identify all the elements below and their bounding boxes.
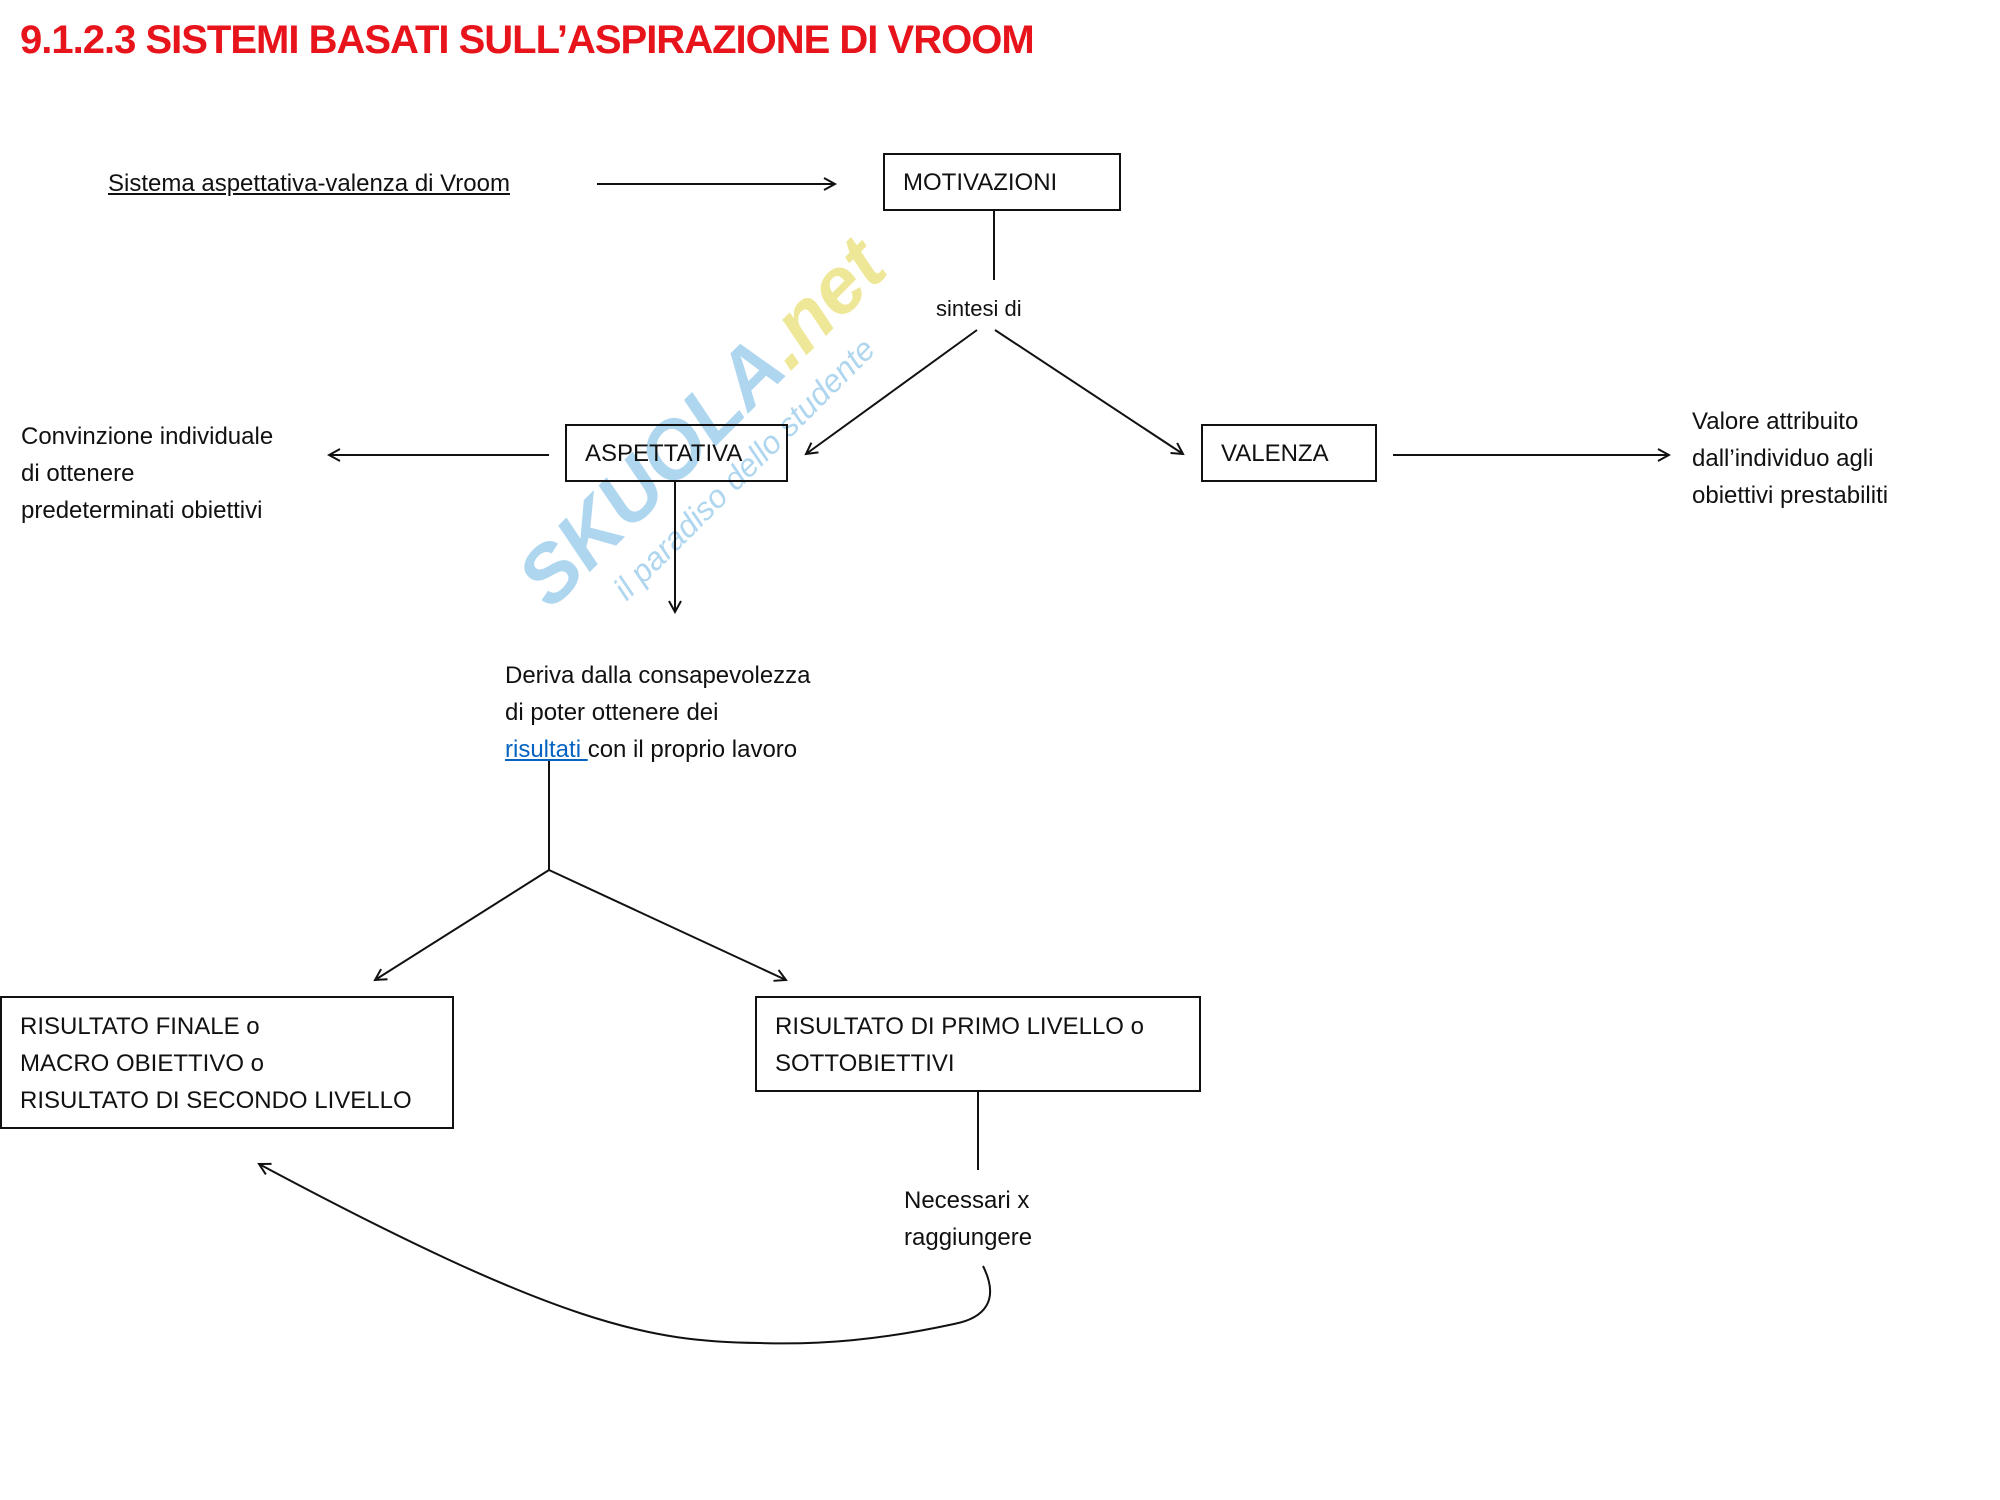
source-label: Sistema aspettativa-valenza di Vroom (108, 170, 510, 197)
text-line: Necessari x (904, 1187, 1030, 1214)
risultati-link[interactable]: risultati (505, 736, 588, 763)
text-line: risultati con il proprio lavoro (505, 731, 811, 768)
text-line: Valore attribuito (1692, 408, 1859, 435)
aspettativa-label: ASPETTATIVA (585, 440, 743, 467)
text-line: di poter ottenere dei (505, 699, 719, 726)
text-line: obiettivi prestabiliti (1692, 482, 1889, 509)
text-line: Deriva dalla consapevolezza (505, 662, 811, 689)
arrow-to-risultato-finale (375, 869, 550, 980)
text-line: di ottenere (21, 460, 135, 487)
text-line: RISULTATO FINALE o (20, 1013, 260, 1040)
arrow-to-valenza (994, 329, 1183, 454)
text-line: dall’individuo agli (1692, 445, 1874, 472)
text-line: MACRO OBIETTIVO o (20, 1050, 265, 1077)
text-line: Convinzione individuale (21, 423, 274, 450)
box-motivazioni: MOTIVAZIONI (883, 153, 1121, 211)
curved-arrow-to-finale (259, 1164, 992, 1345)
box-valenza: VALENZA (1201, 424, 1377, 482)
aspettativa-description: Convinzione individuale di ottenere pred… (21, 418, 273, 529)
box-aspettativa: ASPETTATIVA (565, 424, 788, 482)
necessari-text: Necessari x raggiungere (904, 1182, 1032, 1256)
arrow-to-aspettativa (806, 329, 978, 454)
valenza-description: Valore attribuito dall’individuo agli ob… (1692, 403, 1888, 514)
text-tail: con il proprio lavoro (587, 736, 798, 763)
text-line: RISULTATO DI PRIMO LIVELLO o (775, 1013, 1144, 1040)
text-line: predeterminati obiettivi (21, 497, 263, 524)
box-risultato-finale: RISULTATO FINALE o MACRO OBIETTIVO o RIS… (0, 996, 454, 1129)
valenza-label: VALENZA (1221, 440, 1329, 467)
text-line: raggiungere (904, 1224, 1033, 1251)
arrow-to-risultato-primo (548, 869, 786, 980)
sintesi-label: sintesi di (936, 296, 1022, 321)
motivazioni-label: MOTIVAZIONI (903, 169, 1058, 196)
text-line: RISULTATO DI SECONDO LIVELLO (20, 1087, 412, 1114)
box-risultato-primo: RISULTATO DI PRIMO LIVELLO o SOTTOBIETTI… (755, 996, 1201, 1092)
text-line: SOTTOBIETTIVI (775, 1050, 955, 1077)
page-title: 9.1.2.3 SISTEMI BASATI SULL’ASPIRAZIONE … (20, 18, 1035, 62)
deriva-text: Deriva dalla consapevolezza di poter ott… (505, 657, 811, 768)
